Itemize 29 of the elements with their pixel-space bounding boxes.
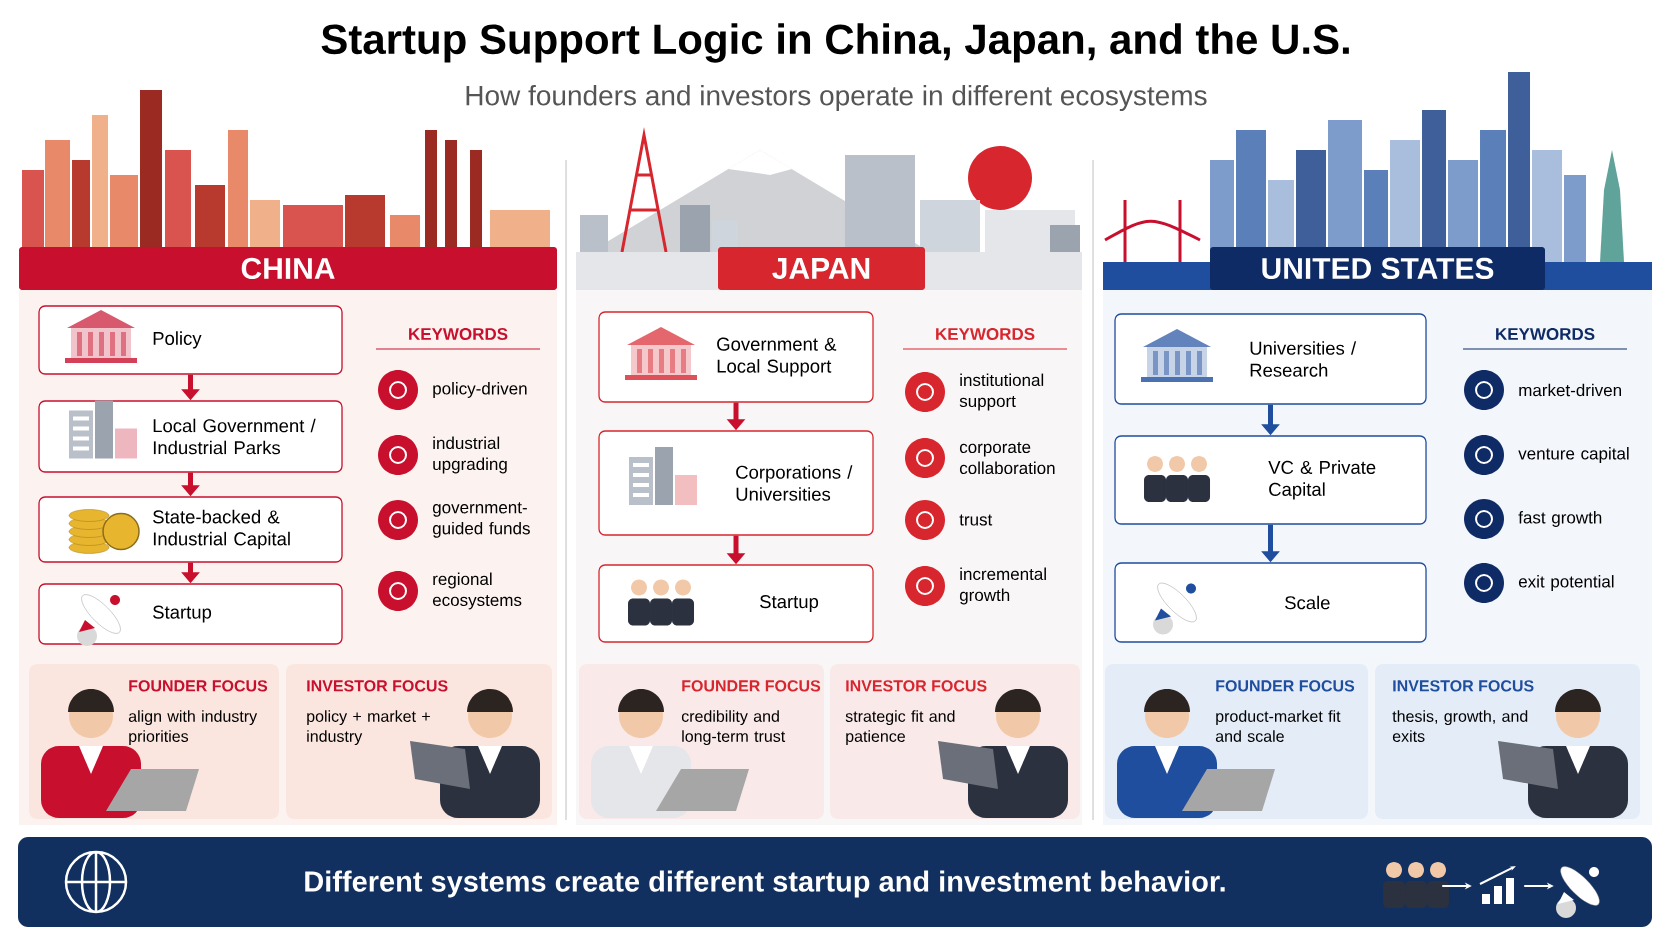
process-box: Universities / Research <box>1114 313 1427 405</box>
banner: Different systems create different startup and investment behavior. <box>18 837 1652 927</box>
keyword: regional ecosystems <box>432 572 522 610</box>
process-box: Corporations / Universities <box>598 430 874 536</box>
process-box: Scale <box>1114 562 1427 643</box>
country-banner: JAPAN <box>576 247 1082 290</box>
rocket-icon <box>1556 866 1600 918</box>
subtitle: How founders and investors operate in different ecosystems <box>466 84 1207 112</box>
section-heading: KEYWORDS <box>902 328 1068 350</box>
section-heading: KEYWORDS <box>1462 328 1628 350</box>
keyword: government-guided funds <box>432 502 530 538</box>
country-banner: UNITED STATES <box>1103 247 1652 290</box>
people-icon <box>1383 862 1449 908</box>
process-box: VC & Private Capital <box>1114 435 1427 525</box>
keyword: industrial upgrading <box>433 436 507 474</box>
chart-icon <box>1479 866 1516 904</box>
keyword: market-driven <box>1519 383 1621 397</box>
keyword: fast growth <box>1518 511 1602 527</box>
keyword: institutional support <box>959 373 1044 411</box>
process-box: Startup <box>38 583 343 645</box>
keyword: venture capital <box>1518 447 1629 463</box>
keyword: exit potential <box>1518 575 1614 591</box>
keyword: corporate collaboration <box>959 441 1055 475</box>
keyword: incremental growth <box>959 567 1046 605</box>
title: Startup Support Logic in China, Japan, and the U.S. <box>321 23 1349 63</box>
section-heading: KEYWORDS <box>375 328 541 350</box>
keyword: trust <box>959 514 993 526</box>
country-banner: CHINA <box>19 247 557 290</box>
keyword: policy-driven <box>433 382 527 398</box>
